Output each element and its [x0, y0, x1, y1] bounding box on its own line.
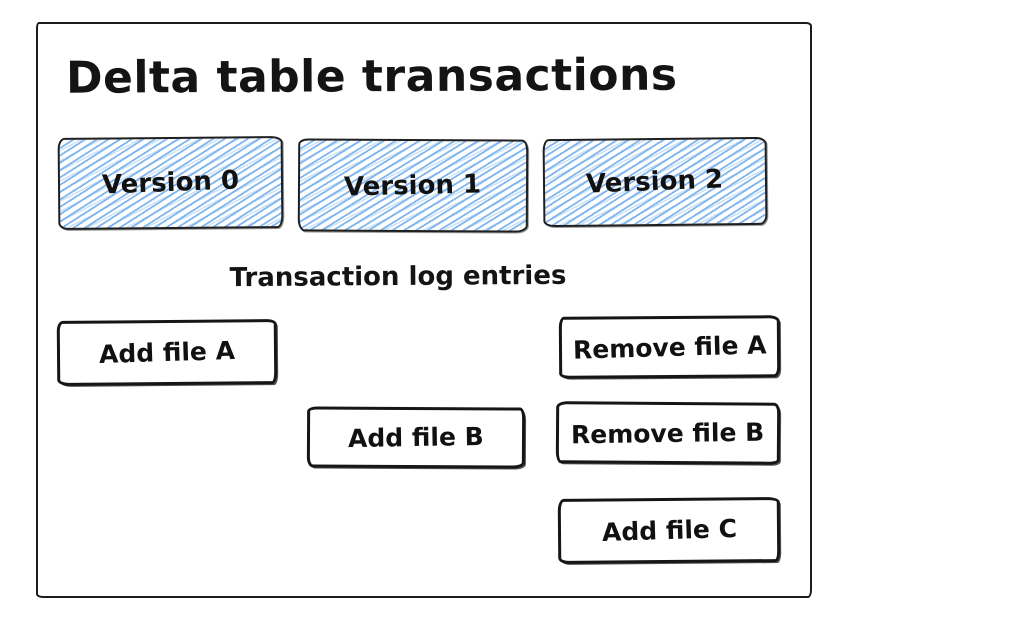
log-entry-add-file-b-label: Add file B	[347, 421, 485, 454]
log-entry-add-file-c-label: Add file C	[601, 514, 737, 547]
version-2-label: Version 2	[585, 164, 725, 200]
log-entry-remove-file-a: Remove file A	[558, 315, 781, 379]
version-1-box: Version 1	[297, 138, 529, 233]
log-entry-remove-file-b: Remove file B	[555, 401, 781, 465]
version-2-box: Version 2	[542, 136, 768, 228]
version-0-box: Version 0	[57, 136, 284, 230]
log-entry-add-file-b: Add file B	[306, 406, 526, 469]
transaction-log-heading: Transaction log entries	[229, 260, 567, 294]
version-1-label: Version 1	[344, 168, 482, 203]
log-entry-add-file-a: Add file A	[56, 319, 278, 386]
diagram-title: Delta table transactions	[65, 49, 678, 104]
version-0-label: Version 0	[101, 165, 240, 201]
log-entry-remove-file-b-label: Remove file B	[571, 417, 765, 449]
log-entry-remove-file-a-label: Remove file A	[572, 329, 767, 365]
log-entry-add-file-a-label: Add file A	[98, 335, 236, 370]
log-entry-add-file-c: Add file C	[557, 497, 781, 564]
